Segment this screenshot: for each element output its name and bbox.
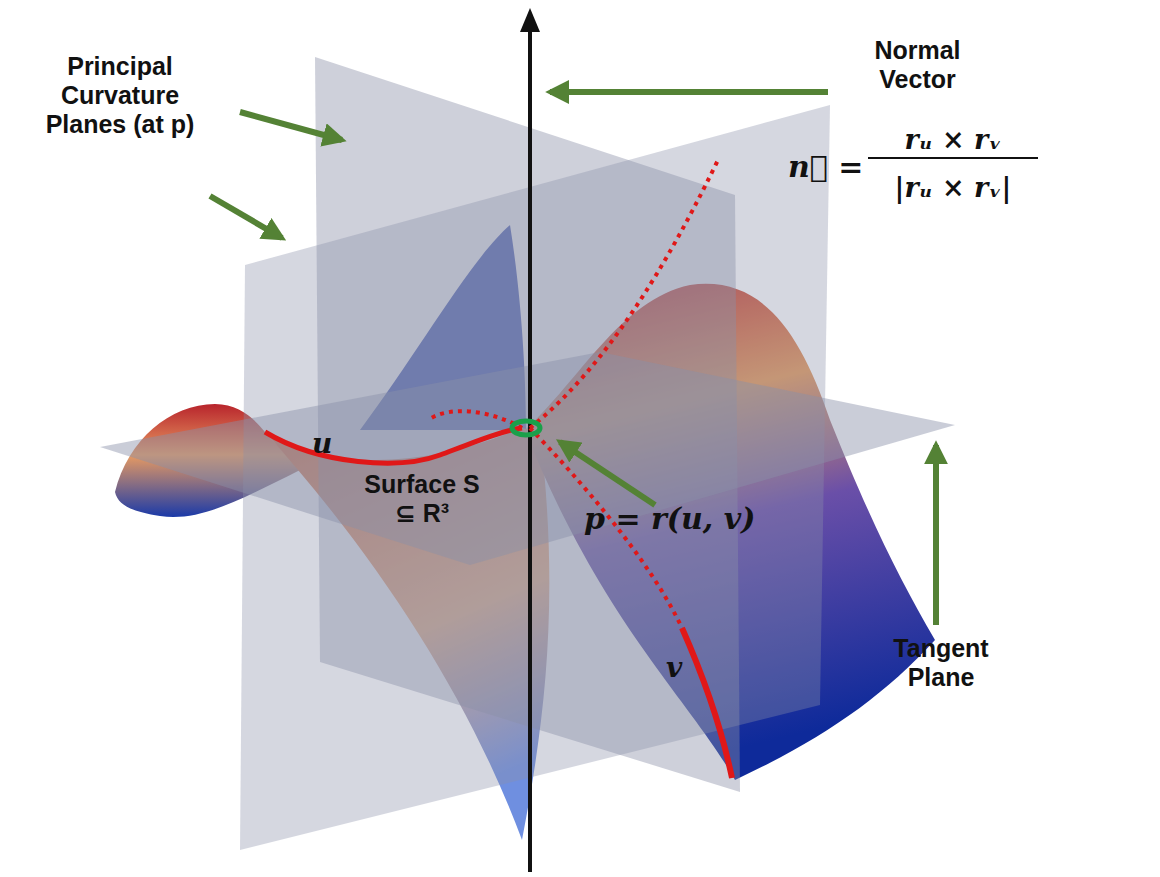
formula-denominator: |rᵤ × rᵥ| [868,172,1038,203]
normal-axis [528,30,532,872]
axis-arrowhead [520,8,540,32]
formula-lhs: n⃗ = [788,150,868,185]
u-label: u [312,428,352,460]
formula-numerator: rᵤ × rᵥ [868,124,1038,159]
surface-label: Surface S ⊆ R³ [352,470,492,528]
leader-arrow [240,112,342,140]
leader-arrow [210,196,282,238]
leader-arrow [933,445,939,625]
normal-label: Normal Vector [835,36,1000,94]
point-p [512,421,540,435]
tangent-label: Tangent Plane [866,634,1016,692]
point-label: p = r(u, v) [584,502,824,537]
v-curve-dotted [530,160,718,428]
plane-label: Principal Curvature Planes (at p) [20,52,220,138]
u-curve-dotted [428,411,522,428]
tangent-plane [100,352,955,565]
u-curve [265,428,522,463]
v-curve [682,628,732,778]
leader-arrow [560,442,655,505]
leader-arrow [550,89,828,95]
v-label: v [666,652,706,684]
